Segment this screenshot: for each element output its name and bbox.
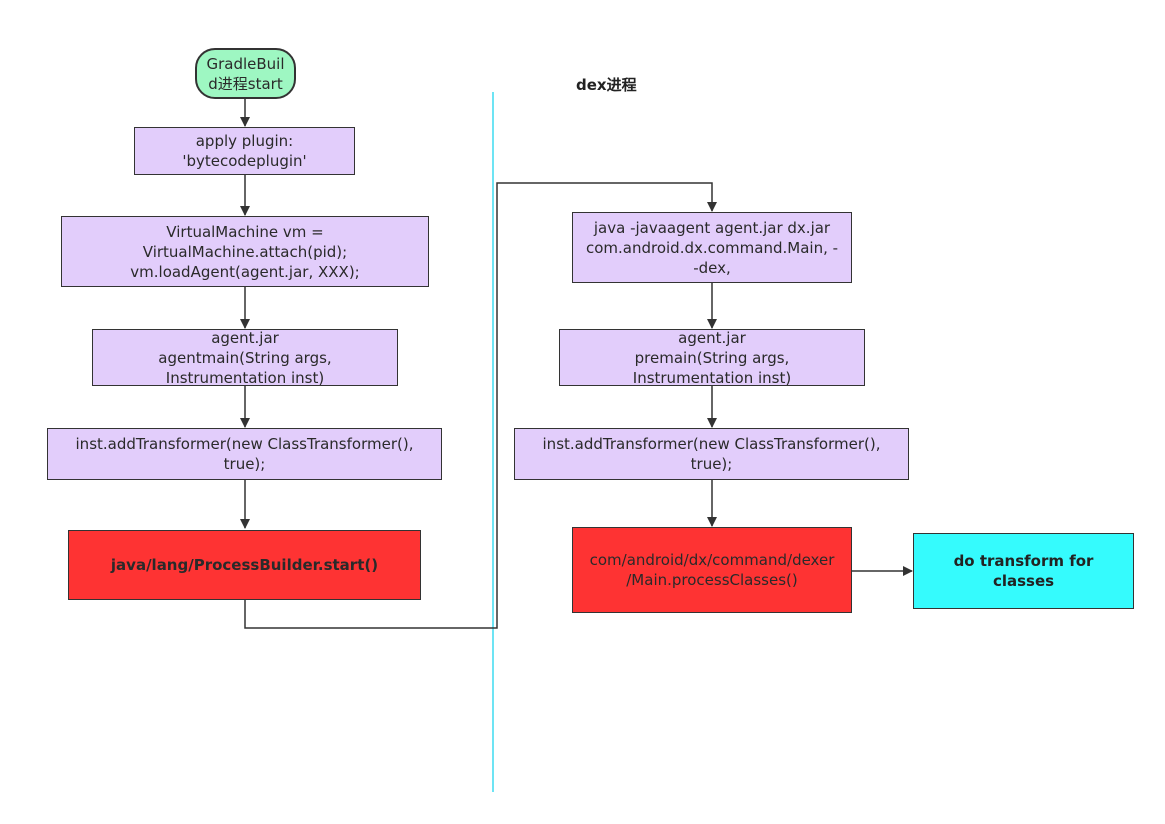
process-builder-start-node: java/lang/ProcessBuilder.start() — [68, 530, 421, 600]
java-command-node: java -javaagent agent.jar dx.jar com.and… — [572, 212, 852, 283]
transform-classes-node: do transform for classes — [913, 533, 1134, 609]
gradle-build-start-node: GradleBuil d进程start — [195, 48, 296, 99]
dex-lane-label: dex进程 — [576, 76, 637, 94]
add-transformer-node-right: inst.addTransformer(new ClassTransformer… — [514, 428, 909, 480]
agentmain-node: agent.jar agentmain(String args, Instrum… — [92, 329, 398, 387]
premain-node: agent.jar premain(String args, Instrumen… — [559, 329, 865, 387]
attach-agent-node: VirtualMachine vm = VirtualMachine.attac… — [61, 216, 429, 287]
process-classes-node: com/android/dx/command/dexer /Main.proce… — [572, 527, 852, 613]
add-transformer-node-left: inst.addTransformer(new ClassTransformer… — [47, 428, 442, 480]
edge-process-builder-to-java-cmd — [244, 182, 717, 629]
apply-plugin-node: apply plugin: 'bytecodeplugin' — [134, 127, 355, 175]
